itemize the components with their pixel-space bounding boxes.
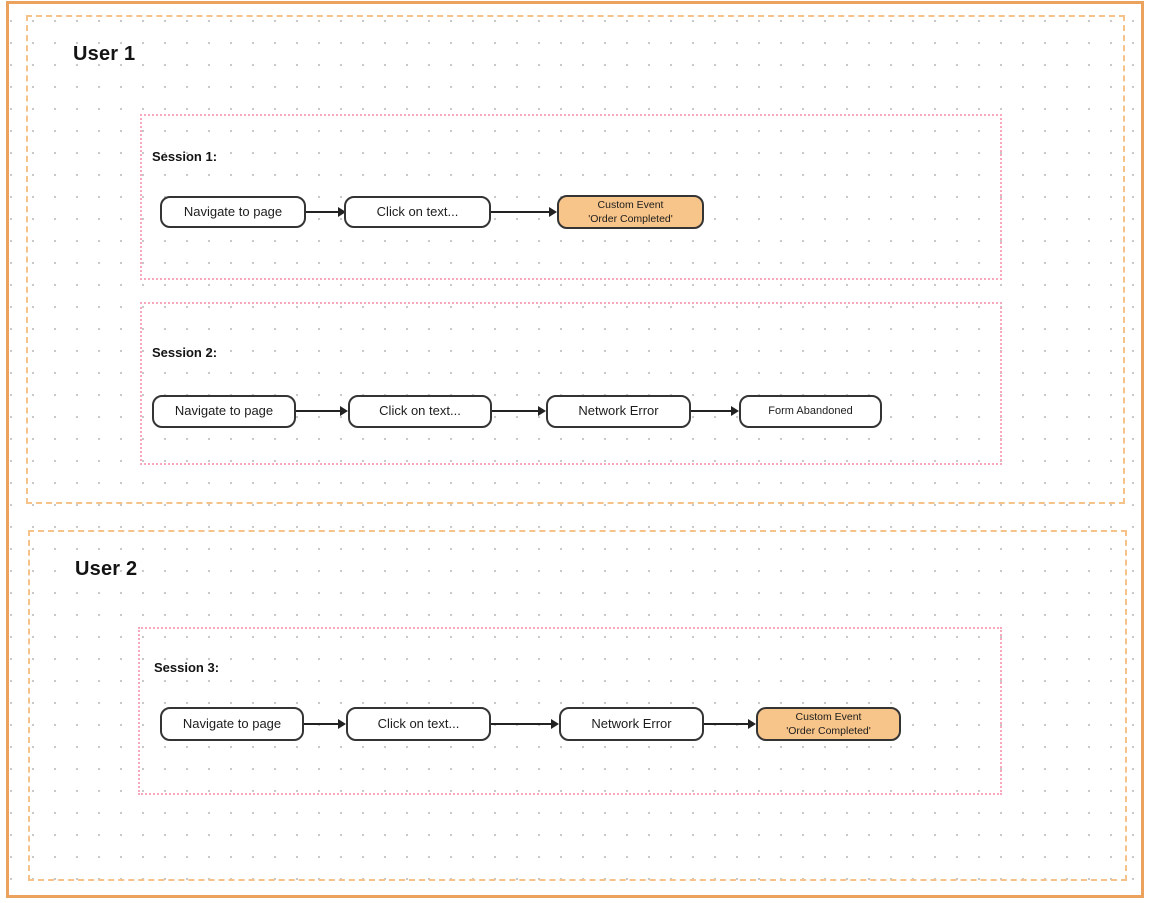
node-label-line1: Custom Event <box>795 710 862 723</box>
arrow-connector <box>304 719 346 729</box>
node-custom-event-order-completed[interactable]: Custom Event 'Order Completed' <box>756 707 901 741</box>
session-2-title: Session 2: <box>152 345 218 360</box>
node-label-line2: 'Order Completed' <box>588 213 673 225</box>
node-label: Navigate to page <box>174 403 274 419</box>
node-click-on-text[interactable]: Click on text... <box>344 196 491 228</box>
node-label: Form Abandoned <box>768 404 853 417</box>
node-navigate-to-page[interactable]: Navigate to page <box>152 395 296 428</box>
node-navigate-to-page[interactable]: Navigate to page <box>160 707 304 741</box>
node-label: Network Error <box>578 403 659 419</box>
diagram-frame <box>6 1 1144 898</box>
node-label-line2: 'Order Completed' <box>786 725 871 737</box>
session-1-title: Session 1: <box>152 149 218 164</box>
arrow-connector <box>306 207 346 217</box>
node-click-on-text[interactable]: Click on text... <box>348 395 492 428</box>
node-network-error[interactable]: Network Error <box>546 395 691 428</box>
session-2-container: Session 2: Navigate to page Click on tex… <box>140 302 1002 465</box>
node-label: Network Error <box>591 715 672 731</box>
node-form-abandoned[interactable]: Form Abandoned <box>739 395 882 428</box>
arrow-connector <box>491 719 559 729</box>
arrow-connector <box>691 406 739 416</box>
arrow-connector <box>491 207 557 217</box>
node-click-on-text[interactable]: Click on text... <box>346 707 491 741</box>
user-1-container: User 1 Session 1: Navigate to page Click… <box>26 15 1125 504</box>
arrow-connector <box>296 406 348 416</box>
node-label-line1: Custom Event <box>597 198 664 211</box>
node-label: Click on text... <box>377 715 460 731</box>
user-2-title: User 2 <box>75 558 138 580</box>
node-label: Click on text... <box>379 403 461 419</box>
session-3-title: Session 3: <box>154 660 220 675</box>
node-network-error[interactable]: Network Error <box>559 707 704 741</box>
node-navigate-to-page[interactable]: Navigate to page <box>160 196 306 228</box>
user-1-title: User 1 <box>73 43 136 65</box>
arrow-connector <box>492 406 546 416</box>
node-custom-event-order-completed[interactable]: Custom Event 'Order Completed' <box>557 195 704 229</box>
node-label: Click on text... <box>376 203 459 219</box>
node-label: Navigate to page <box>182 715 282 731</box>
user-2-container: User 2 Session 3: Navigate to page Click… <box>28 530 1127 881</box>
session-1-container: Session 1: Navigate to page Click on tex… <box>140 114 1002 280</box>
session-3-container: Session 3: Navigate to page Click on tex… <box>138 627 1002 795</box>
arrow-connector <box>704 719 756 729</box>
node-label: Navigate to page <box>183 203 283 219</box>
